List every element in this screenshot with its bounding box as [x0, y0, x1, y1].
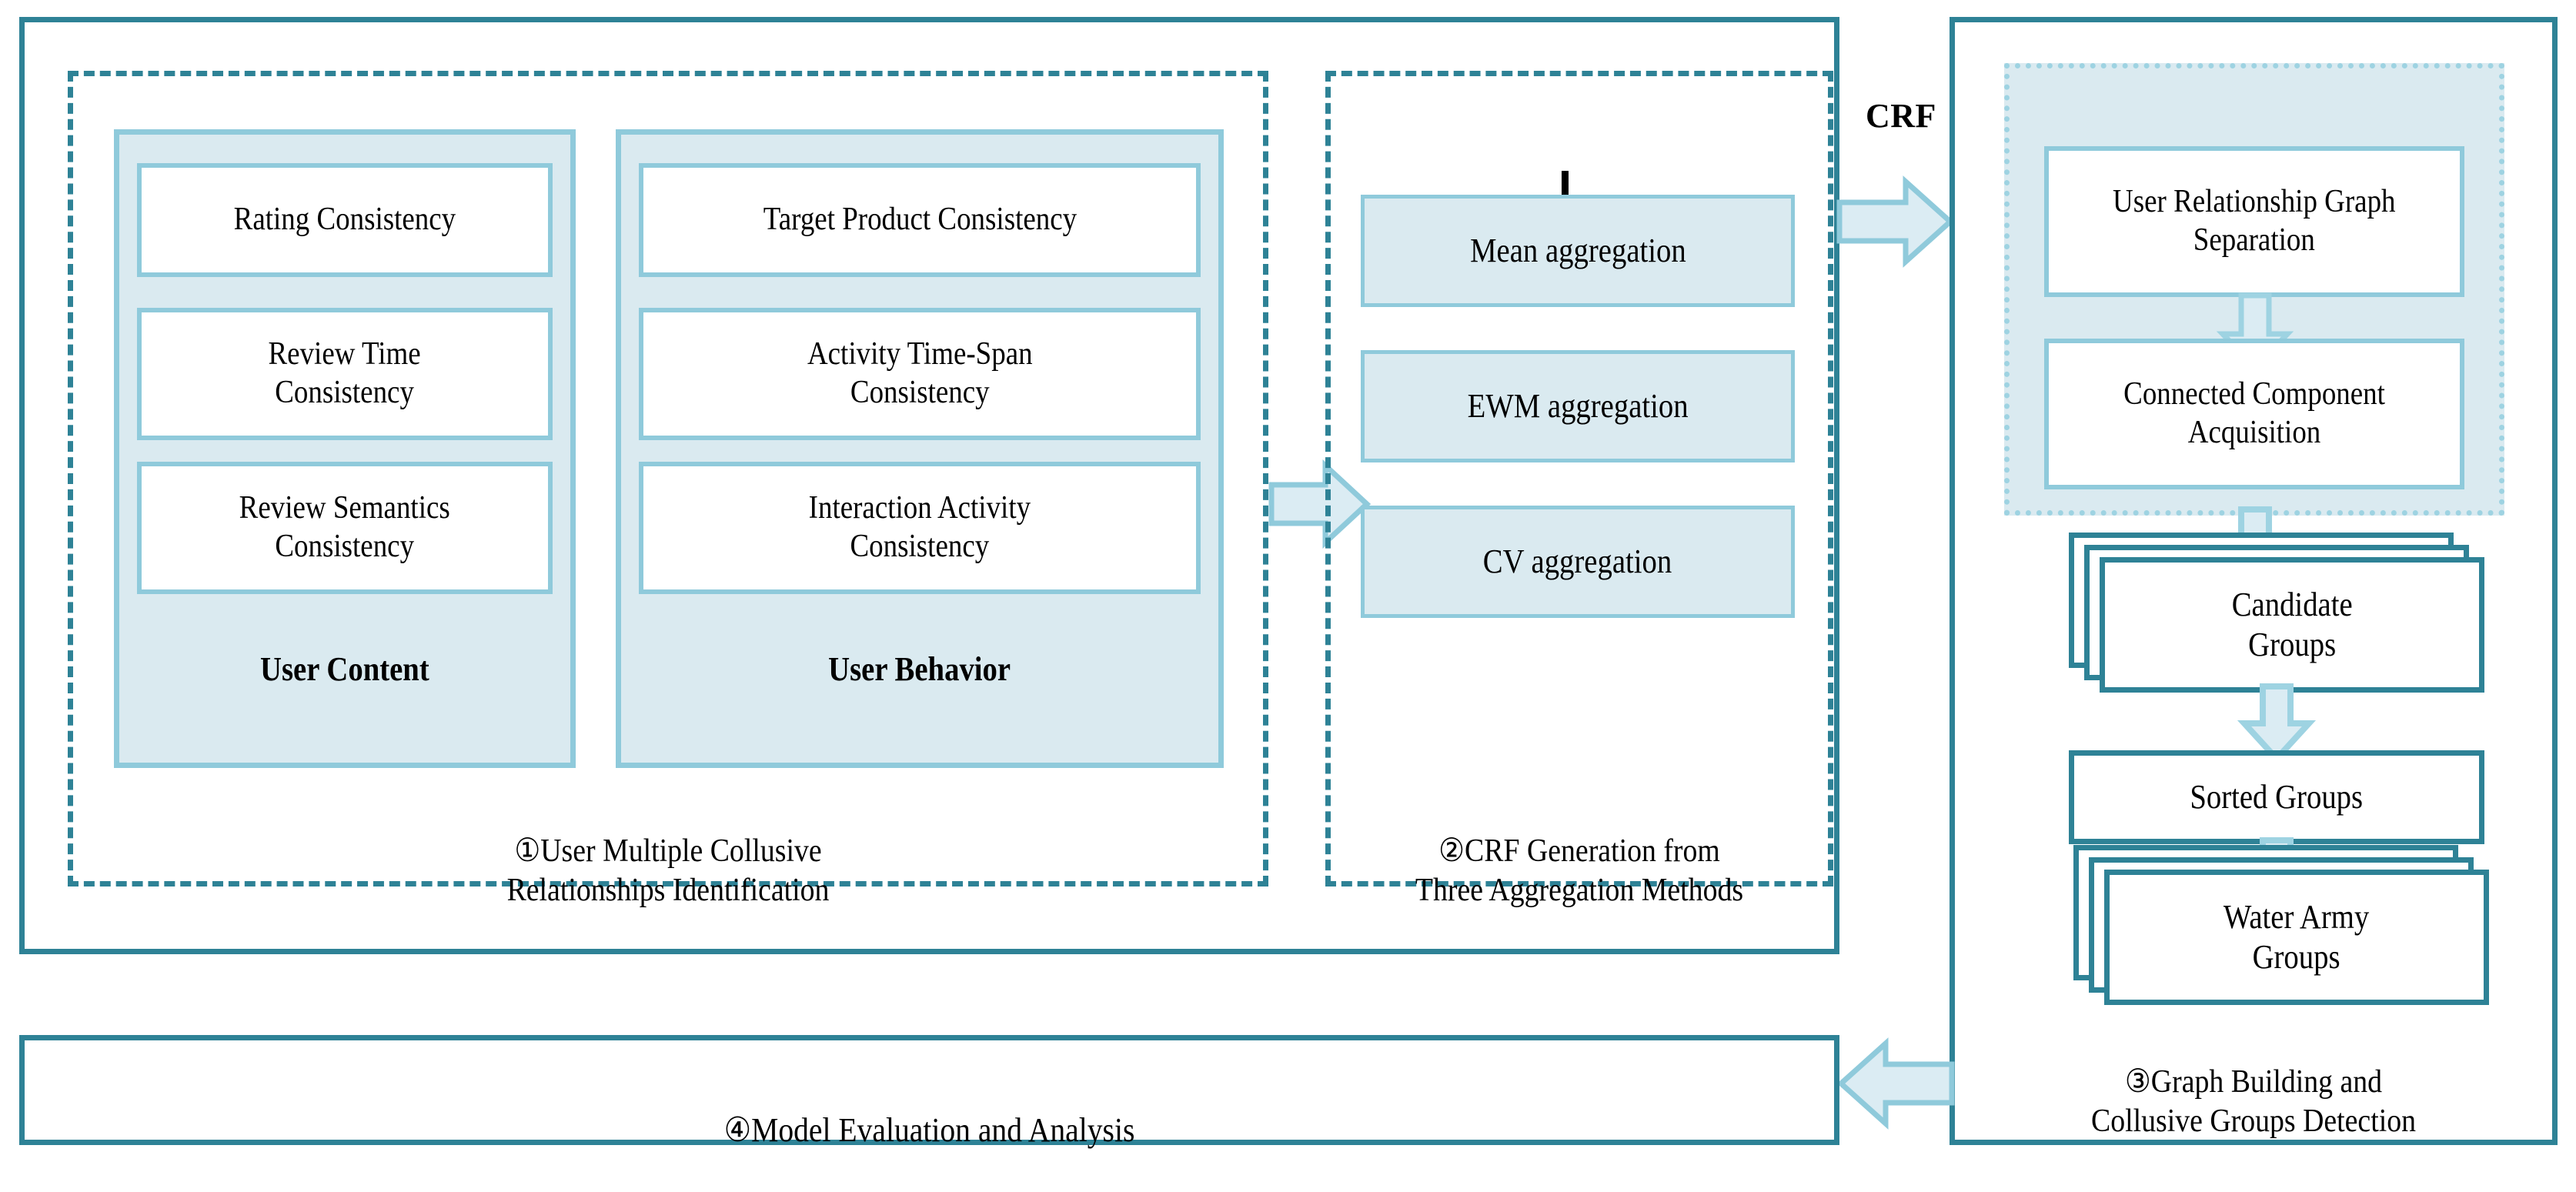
box-label: Target Product Consistency [763, 202, 1077, 238]
box-ewm-aggregation[interactable]: EWM aggregation [1361, 350, 1795, 462]
box-label: Review Semantics Consistency [239, 490, 451, 564]
caret-tick-mark [1562, 171, 1569, 197]
box-candidate-groups[interactable]: Candidate Groups [2100, 557, 2484, 693]
box-label: Mean aggregation [1469, 232, 1686, 270]
box-review-semantics-consistency[interactable]: Review Semantics Consistency [137, 462, 553, 594]
stage3-caption: ③Graph Building and Collusive Groups Det… [2090, 1064, 2417, 1140]
box-label: CV aggregation [1483, 543, 1672, 581]
arrow-stage3-to-stage4 [1836, 1037, 1955, 1130]
stage2-dashed-frame [1325, 71, 1833, 886]
stage4-caption: ④Model Evaluation and Analysis [723, 1110, 1135, 1149]
box-connected-component-acquisition[interactable]: Connected Component Acquisition [2044, 339, 2464, 489]
box-label: EWM aggregation [1467, 387, 1689, 426]
box-activity-time-span-consistency[interactable]: Activity Time-Span Consistency [639, 308, 1201, 440]
user-behavior-title: User Behavior [828, 650, 1011, 689]
box-user-relationship-graph-separation[interactable]: User Relationship Graph Separation [2044, 146, 2464, 297]
box-mean-aggregation[interactable]: Mean aggregation [1361, 195, 1795, 307]
box-water-army-groups[interactable]: Water Army Groups [2104, 870, 2489, 1005]
box-label: Review Time Consistency [268, 336, 422, 410]
box-interaction-activity-consistency[interactable]: Interaction Activity Consistency [639, 462, 1201, 594]
box-label: Water Army Groups [2224, 898, 2370, 976]
crf-edge-label: CRF [1866, 97, 1936, 135]
box-label: Activity Time-Span Consistency [807, 336, 1033, 410]
arrow-stage2-to-stage3 [1836, 175, 1955, 268]
box-label: Sorted Groups [2190, 778, 2364, 816]
box-cv-aggregation[interactable]: CV aggregation [1361, 506, 1795, 618]
box-rating-consistency[interactable]: Rating Consistency [137, 163, 553, 277]
box-review-time-consistency[interactable]: Review Time Consistency [137, 308, 553, 440]
stage4-outer-frame[interactable] [19, 1035, 1839, 1145]
arrow-candidate-to-sorted [2237, 683, 2317, 763]
stage2-caption: ②CRF Generation from Three Aggregation M… [1415, 833, 1744, 909]
box-label: Connected Component Acquisition [2123, 376, 2385, 450]
box-label: Rating Consistency [233, 202, 456, 238]
box-target-product-consistency[interactable]: Target Product Consistency [639, 163, 1201, 277]
stage1-dashed-frame [68, 71, 1268, 886]
box-label: Interaction Activity Consistency [808, 490, 1031, 564]
box-sorted-groups[interactable]: Sorted Groups [2069, 750, 2484, 844]
stage1-caption: ①User Multiple Collusive Relationships I… [506, 833, 830, 909]
box-label: Candidate Groups [2231, 586, 2353, 663]
box-label: User Relationship Graph Separation [2113, 184, 2396, 258]
user-content-title: User Content [260, 650, 429, 689]
